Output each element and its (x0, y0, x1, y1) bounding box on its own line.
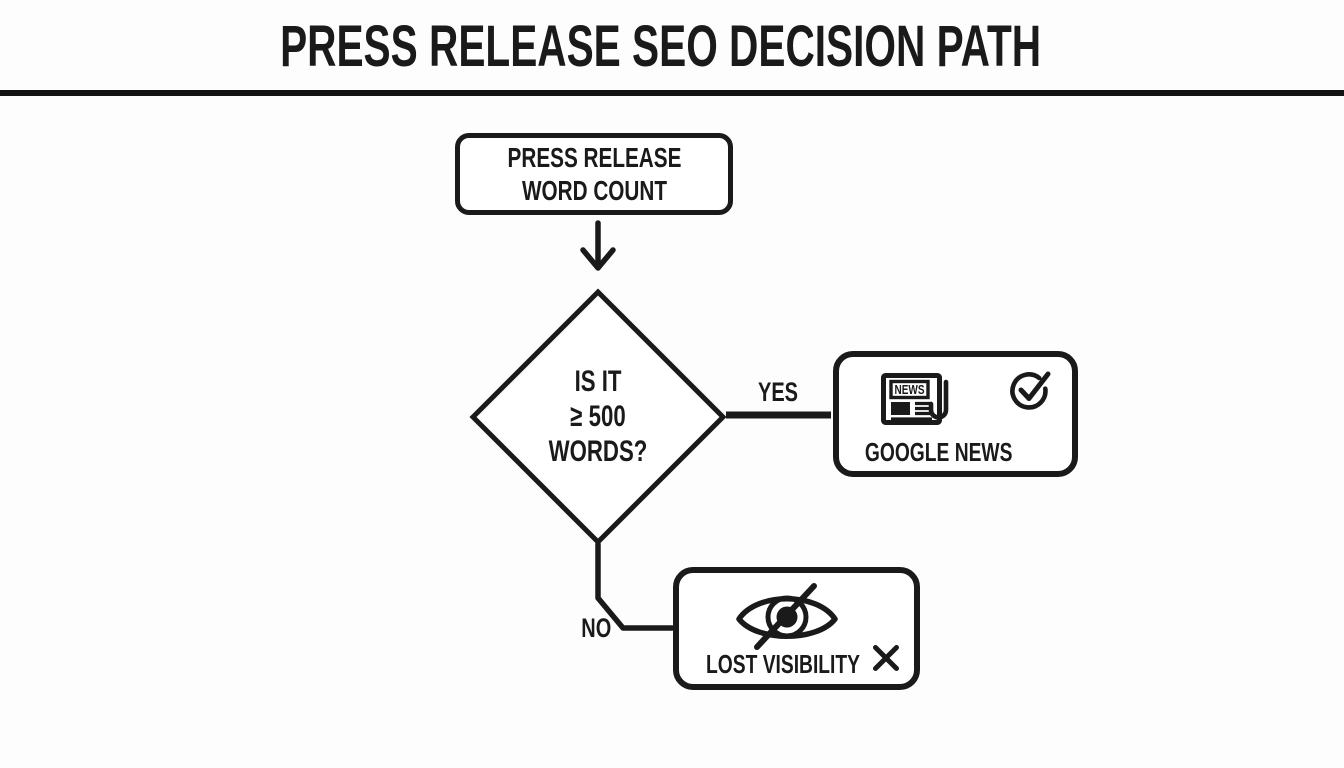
no-branch-label: NO (581, 613, 611, 643)
arrow-down-head (580, 247, 616, 271)
page-title: PRESS RELEASE SEO DECISION PATH (0, 10, 1322, 84)
eye-slash-icon (736, 583, 838, 650)
header-divider (0, 90, 1344, 96)
newspaper-masthead-text: NEWS (895, 382, 925, 397)
lost-visibility-label: LOST VISIBILITY (706, 649, 860, 679)
decision-line1: IS IT (574, 365, 622, 398)
outcome-node-google-news: NEWS GOOGLE NEWS (833, 351, 1078, 477)
yes-branch-label: YES (758, 377, 798, 407)
start-node-line2: WORD COUNT (521, 175, 667, 206)
start-node-press-release-word-count: PRESS RELEASE WORD COUNT (455, 133, 733, 215)
page-title-text: PRESS RELEASE SEO DECISION PATH (280, 14, 1042, 79)
decision-line3: WORDS? (548, 435, 648, 468)
x-mark-icon (873, 645, 899, 671)
no-connector (595, 541, 675, 631)
decision-line2: ≥ 500 (570, 400, 626, 433)
decision-node-text: IS IT ≥ 500 WORDS? (498, 364, 698, 469)
google-news-label: GOOGLE NEWS (864, 437, 1013, 467)
outcome-node-lost-visibility: LOST VISIBILITY (673, 567, 920, 690)
start-node-line1: PRESS RELEASE (507, 142, 681, 173)
newspaper-icon: NEWS (881, 373, 949, 425)
check-circle-icon (1010, 371, 1051, 410)
